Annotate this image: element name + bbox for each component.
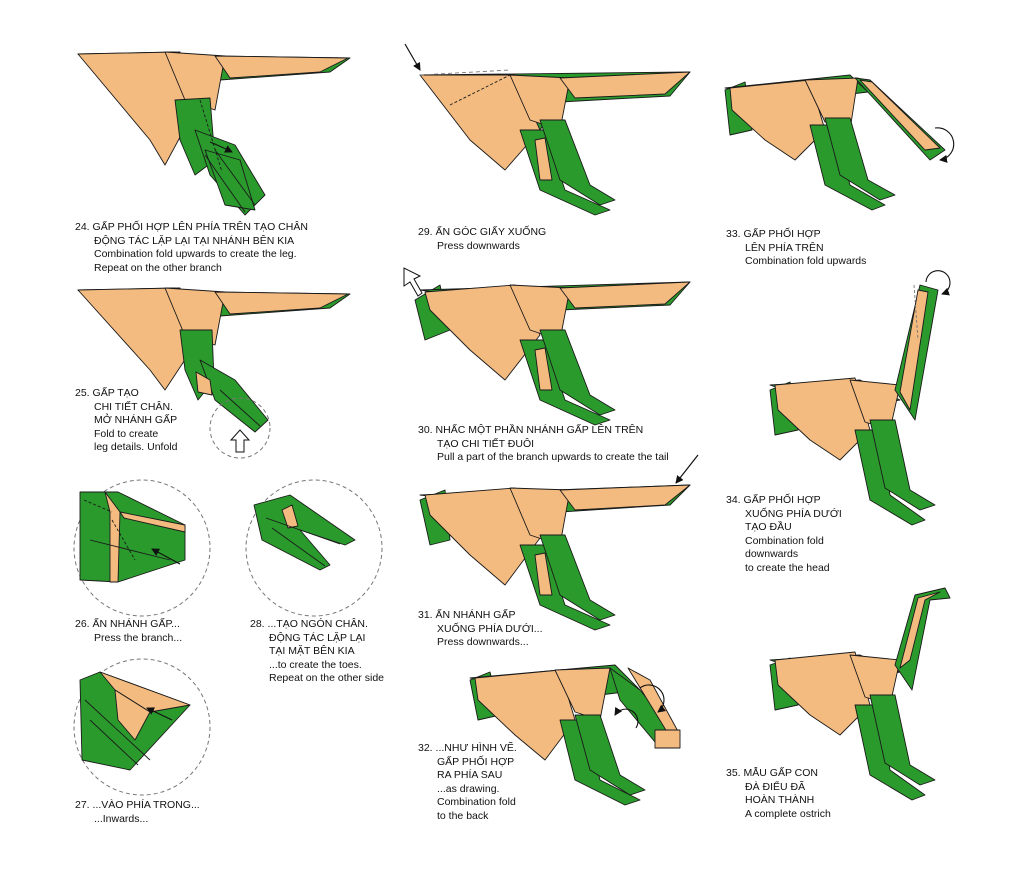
open-arrow-icon bbox=[403, 267, 423, 297]
rotate-arrow-icon bbox=[614, 706, 639, 729]
caption-en-line: Press the branch... bbox=[94, 631, 183, 644]
caption-vi-line: ẤN NHÁNH GẤP... bbox=[92, 618, 180, 630]
caption-vi-line: GẤP PHỐI HỢP LÊN PHÍA TRÊN TẠO CHÂN bbox=[92, 221, 308, 233]
caption-en-line: Press downwards... bbox=[437, 636, 529, 648]
caption-en-line: Fold to create bbox=[94, 427, 159, 440]
step-35-figure bbox=[769, 587, 951, 801]
step-number: 34. bbox=[726, 494, 741, 506]
caption-en-line: Combination fold upwards bbox=[745, 255, 867, 267]
caption-step-33: 33. GẤP PHỐI HỢP LÊN PHÍA TRÊN Combinati… bbox=[726, 228, 866, 269]
caption-en-line: Repeat on the other side bbox=[269, 672, 384, 684]
caption-vi-line: TẠI MẶT BÊN KIA bbox=[269, 645, 355, 657]
caption-vi-line: MẪU GẤP CON bbox=[743, 767, 819, 779]
caption-vi-line: RA PHÍA SAU bbox=[437, 769, 503, 781]
caption-vi-line: GẤP PHỐI HỢP bbox=[743, 494, 821, 506]
step-number: 30. bbox=[418, 424, 433, 436]
step-number: 35. bbox=[726, 767, 741, 779]
caption-en-line: Combination fold upwards to create the l… bbox=[94, 248, 297, 260]
step-number: 24. bbox=[75, 221, 90, 233]
detail-circle bbox=[209, 397, 271, 459]
caption-vi-line: ...VÀO PHÍA TRONG... bbox=[92, 799, 200, 811]
step-number: 29. bbox=[418, 226, 433, 238]
detail-circle bbox=[245, 479, 383, 617]
caption-step-31: 31. ẤN NHÁNH GẤP XUỐNG PHÍA DƯỚI... Pres… bbox=[418, 609, 543, 650]
caption-vi-line: ...NHƯ HÌNH VẼ. bbox=[435, 742, 517, 754]
caption-step-34: 34. GẤP PHỐI HỢP XUỐNG PHÍA DƯỚI TẠO ĐẦU… bbox=[726, 494, 842, 575]
caption-step-32: 32. ...NHƯ HÌNH VẼ. GẤP PHỐI HỢP RA PHÍA… bbox=[418, 742, 517, 823]
step-number: 26. bbox=[75, 618, 90, 630]
caption-step-29: 29. ẤN GÓC GIẤY XUỐNG Press downwards bbox=[418, 226, 546, 253]
caption-vi-line: NHẤC MỘT PHẦN NHÁNH GẤP LÊN TRÊN bbox=[435, 424, 644, 436]
detail-circle bbox=[73, 658, 211, 796]
caption-en-line: Combination fold bbox=[745, 534, 824, 547]
step-33-figure bbox=[724, 74, 946, 211]
caption-step-35: 35. MẪU GẤP CON ĐÀ ĐIỂU ĐÃ HOÀN THÀNH A … bbox=[726, 767, 831, 821]
caption-vi-line: GẤP PHỐI HỢP bbox=[437, 755, 515, 768]
caption-en-line: ...to create the toes. bbox=[269, 658, 362, 671]
caption-en-line: A complete ostrich bbox=[745, 807, 831, 820]
caption-vi-line: ...TẠO NGÓN CHÂN. bbox=[267, 618, 368, 630]
caption-en-line: Repeat on the other branch bbox=[94, 261, 222, 274]
caption-step-28: 28. ...TẠO NGÓN CHÂN. ĐỘNG TÁC LẶP LẠI T… bbox=[250, 618, 384, 686]
step-number: 28. bbox=[250, 618, 265, 630]
step-25-figure bbox=[77, 287, 351, 433]
step-number: 33. bbox=[726, 228, 741, 240]
caption-en-line: Press downwards bbox=[437, 239, 520, 252]
arrow-icon bbox=[151, 548, 181, 565]
step-26-figure bbox=[79, 491, 186, 583]
step-number: 31. bbox=[418, 609, 433, 621]
step-27-figure bbox=[79, 671, 191, 771]
caption-en-line: to create the head bbox=[745, 561, 830, 574]
caption-vi-line: ẤN GÓC GIẤY XUỐNG bbox=[435, 226, 547, 238]
caption-vi-line: XUỐNG PHÍA DƯỚI... bbox=[437, 622, 543, 635]
caption-vi-line: TẠO ĐẦU bbox=[745, 521, 792, 533]
caption-en-line: Combination fold bbox=[437, 796, 516, 808]
caption-vi-line: LÊN PHÍA TRÊN bbox=[745, 241, 824, 254]
caption-vi-line: XUỐNG PHÍA DƯỚI bbox=[745, 507, 842, 520]
caption-vi-line: ĐỘNG TÁC LẶP LẠI TẠI NHÁNH BÊN KIA bbox=[94, 234, 295, 247]
caption-vi-line: ĐÀ ĐIỂU ĐÃ bbox=[745, 780, 806, 793]
step-28-figure bbox=[253, 494, 356, 571]
rotate-arrow-icon bbox=[925, 270, 951, 296]
caption-step-27: 27. ...VÀO PHÍA TRONG... ...Inwards... bbox=[75, 799, 200, 826]
step-number: 27. bbox=[75, 799, 90, 811]
caption-vi-line: MỞ NHÁNH GẤP bbox=[94, 414, 178, 426]
arrow-icon bbox=[404, 43, 421, 71]
caption-vi-line: TẠO CHI TIẾT ĐUÔI bbox=[437, 437, 535, 450]
step-number: 25. bbox=[75, 387, 90, 399]
caption-vi-line: GẤP PHỐI HỢP bbox=[743, 228, 821, 240]
caption-en-line: leg details. Unfold bbox=[94, 441, 178, 453]
step-34-figure bbox=[769, 284, 939, 526]
step-31-figure bbox=[419, 484, 691, 631]
step-29-figure bbox=[419, 69, 691, 216]
detail-circle bbox=[73, 479, 211, 617]
rotate-arrow-icon bbox=[934, 127, 955, 163]
caption-vi-line: GẤP TẠO bbox=[92, 387, 139, 399]
arrow-icon bbox=[146, 707, 173, 721]
caption-en-line: Pull a part of the branch upwards to cre… bbox=[437, 451, 669, 463]
rotate-arrow-icon bbox=[639, 684, 666, 713]
caption-step-25: 25. GẤP TẠO CHI TIẾT CHÂN. MỞ NHÁNH GẤP … bbox=[75, 387, 177, 455]
step-24-figure bbox=[77, 51, 351, 216]
caption-vi-line: ĐỘNG TÁC LẶP LẠI bbox=[269, 631, 366, 644]
caption-vi-line: CHI TIẾT CHÂN. bbox=[94, 400, 173, 413]
caption-vi-line: HOÀN THÀNH bbox=[745, 794, 815, 806]
caption-en-line: ...Inwards... bbox=[94, 812, 149, 825]
open-arrow-icon bbox=[229, 429, 251, 453]
caption-en-line: ...as drawing. bbox=[437, 782, 500, 795]
step-number: 32. bbox=[418, 742, 433, 754]
arrow-icon bbox=[209, 141, 233, 153]
caption-vi-line: ẤN NHÁNH GẤP bbox=[435, 609, 516, 621]
caption-en-line: downwards bbox=[745, 548, 799, 560]
caption-step-24: 24. GẤP PHỐI HỢP LÊN PHÍA TRÊN TẠO CHÂN … bbox=[75, 221, 308, 275]
arrow-icon bbox=[675, 454, 699, 484]
caption-step-26: 26. ẤN NHÁNH GẤP... Press the branch... bbox=[75, 618, 182, 645]
caption-en-line: to the back bbox=[437, 809, 489, 822]
step-30-figure bbox=[414, 281, 691, 426]
caption-step-30: 30. NHẤC MỘT PHẦN NHÁNH GẤP LÊN TRÊN TẠO… bbox=[418, 424, 669, 465]
